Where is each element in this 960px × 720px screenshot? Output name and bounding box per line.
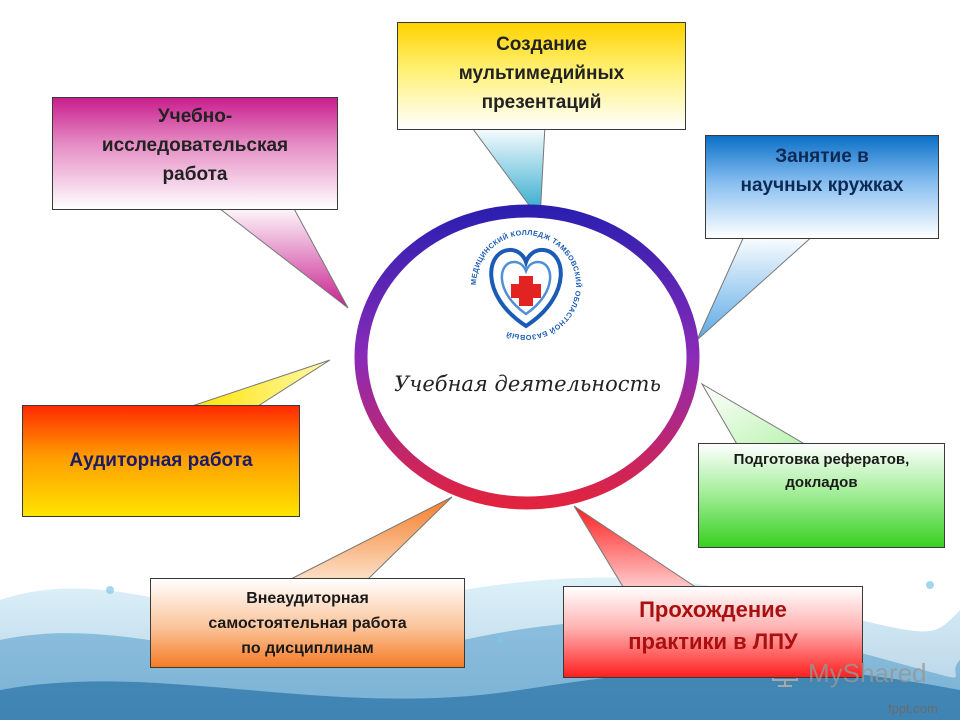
center-title: Учебная деятельность [394,372,661,396]
node-research-work: Учебно- исследовательская работа [52,97,338,210]
watermark: MyShared [772,658,927,689]
node-multimedia-label: Создание мультимедийных презентаций [458,34,625,113]
node-auditorium-work: Аудиторная работа [22,405,300,517]
central-ring [354,204,700,510]
footer-site: fppt.com [888,701,938,716]
node-practice-label: Прохождение практики в ЛПУ [628,597,798,654]
college-logo: МЕДИЦИНСКИЙ КОЛЛЕДЖ ТАМБОВСКИЙ ОБЛАСТНОЙ… [466,225,586,345]
callout-tail-extracurricular [284,496,453,583]
node-multimedia-presentations: Создание мультимедийных презентаций [397,22,686,130]
node-extracurricular-label: Внеаудиторная самостоятельная работа по … [208,590,407,657]
node-science-circles: Занятие в научных кружках [705,135,939,239]
node-circles-label: Занятие в научных кружках [740,146,904,196]
node-practice: Прохождение практики в ЛПУ [563,586,863,678]
callout-tail-circles [696,233,817,341]
node-reports-preparation: Подготовка рефератов, докладов [698,443,945,548]
node-extracurricular-work: Внеаудиторная самостоятельная работа по … [150,578,465,668]
watermark-brand: MyShared [808,658,927,688]
node-auditorium-label: Аудиторная работа [69,450,253,471]
callout-tail-research [213,204,349,309]
node-research-label: Учебно- исследовательская работа [101,106,289,185]
callout-tail-reports [700,382,810,447]
callout-tail-auditorium [191,359,331,407]
callout-tail-practice [573,505,702,591]
node-reports-label: Подготовка рефератов, докладов [733,451,910,491]
